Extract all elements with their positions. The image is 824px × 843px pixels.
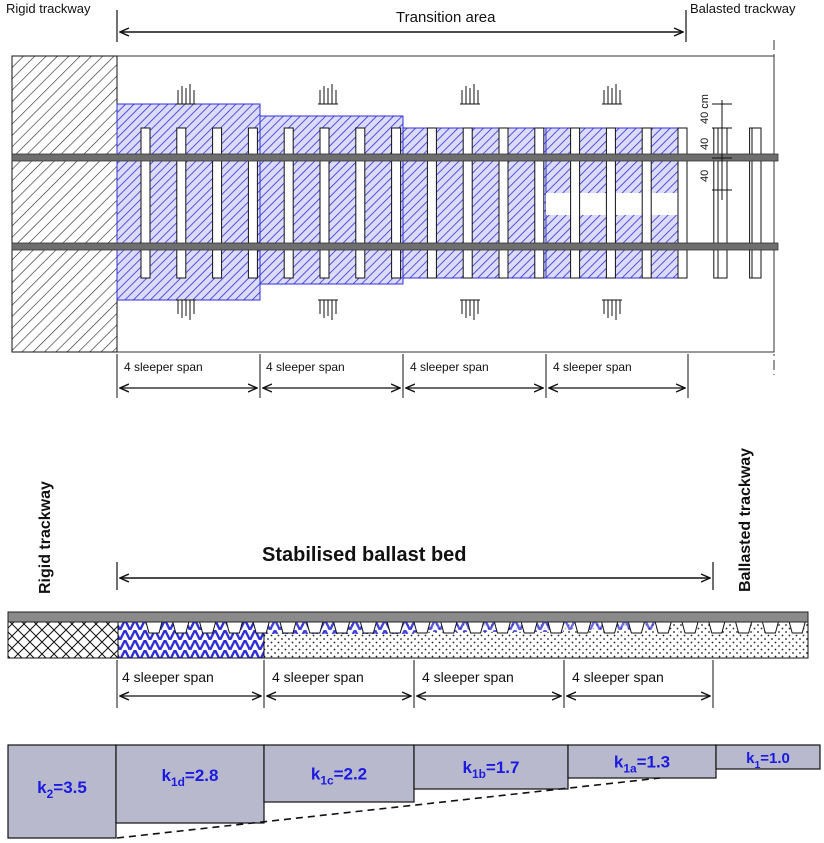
section-span-dimensions [116, 660, 714, 708]
section-ballasted-label: Ballasted trackway [737, 448, 754, 592]
sleeper [751, 127, 762, 279]
section-sleeper [386, 621, 404, 634]
sleeper [570, 127, 581, 279]
section-sleepers [145, 621, 806, 634]
plan-transition-label: Transition area [396, 9, 496, 26]
stiffness-block [567, 744, 717, 779]
section-span-label-4: 4 sleeper span [572, 669, 664, 685]
section-sleeper [359, 621, 378, 634]
plan-dim-label-3: 40 [699, 170, 711, 182]
section-sleeper [654, 621, 672, 634]
section-title: Stabilised ballast bed [262, 544, 467, 566]
section-sleeper [198, 621, 217, 634]
sleeper [534, 127, 545, 279]
section-sleeper [708, 621, 726, 634]
sleeper [677, 127, 688, 279]
plan-dim-label-1: 40 cm [699, 94, 711, 124]
plan-zone-3 [402, 127, 547, 279]
sleeper [605, 127, 616, 279]
plan-sleepers [140, 127, 762, 279]
section-sleeper [279, 621, 297, 634]
sleeper [212, 127, 223, 279]
section-span-label-3: 4 sleeper span [422, 669, 514, 685]
section-sleeper [306, 621, 324, 634]
stiffness-steps: k2=3.5 k1d=2.8 k1c=2.2 k1b=1.7 k1a=1.3 k1=1.0 [7, 744, 821, 839]
section-sleeper [788, 621, 806, 634]
sleeper [462, 127, 473, 279]
plan-rigid-label: Rigid trackway [6, 1, 91, 16]
sleeper [283, 127, 294, 279]
plan-span-label-3: 4 sleeper span [410, 360, 489, 374]
hatch-band-3 [414, 622, 564, 632]
section-sleeper [681, 621, 699, 634]
sleeper [391, 127, 402, 279]
section-sleeper [145, 621, 163, 634]
section-span-label-1: 4 sleeper span [122, 669, 214, 685]
plan-anchor-ticks [176, 84, 622, 320]
section-sleeper [600, 621, 619, 634]
sleeper [641, 127, 652, 279]
stiffness-block [715, 744, 821, 770]
plan-ballasted-label: Balasted trackway [690, 1, 796, 16]
stiffness-label: k1a=1.3 [614, 753, 670, 776]
plan-dim-label-2: 40 [699, 138, 711, 150]
section-rail [7, 611, 809, 623]
section-span-label-2: 4 sleeper span [272, 669, 364, 685]
stiffness-label: k1=1.0 [746, 750, 790, 771]
section-view: Rigid trackway Ballasted trackway Stabil… [7, 448, 809, 708]
plan-span-label-4: 4 sleeper span [553, 360, 632, 374]
section-sleeper [547, 621, 565, 634]
sleeper [247, 127, 258, 279]
section-sleeper [574, 621, 592, 634]
stiffness-block [263, 744, 415, 803]
section-sleeper [332, 621, 351, 634]
plan-dimension [712, 100, 732, 200]
stiffness-label: k1c=2.2 [311, 765, 367, 788]
plan-zone-2 [259, 115, 404, 285]
sleeper [176, 127, 187, 279]
section-sleeper [252, 621, 270, 634]
section-sleeper [734, 621, 753, 634]
sleeper [319, 127, 330, 279]
plan-rail-upper [11, 153, 779, 162]
stiffness-label: k1b=1.7 [463, 758, 520, 781]
sleeper [140, 127, 151, 279]
stiffness-label: k1d=2.8 [162, 766, 219, 789]
section-sleeper [413, 621, 431, 634]
section-sleeper [627, 621, 646, 634]
section-sleeper [520, 621, 538, 634]
section-sleeper [225, 621, 244, 634]
plan-zone-1 [116, 103, 261, 301]
section-sleeper [172, 621, 190, 634]
plan-zone-4-gap [546, 193, 686, 215]
section-stabilised-bed-1 [117, 621, 265, 659]
plan-span-dimensions [116, 354, 689, 398]
stiffness-block [7, 744, 117, 839]
plan-span-label-1: 4 sleeper span [124, 360, 203, 374]
plan-span-label-2: 4 sleeper span [266, 360, 345, 374]
plan-view: Rigid trackway Transition area Balasted … [6, 1, 796, 398]
section-sleeper [493, 621, 512, 634]
sleeper [355, 127, 366, 279]
sleeper [426, 127, 437, 279]
section-sleeper [761, 621, 780, 634]
section-sleeper [466, 621, 485, 634]
stiffness-label: k2=3.5 [37, 778, 87, 801]
section-rigid-label: Rigid trackway [37, 481, 54, 594]
section-rigid-bed [7, 621, 119, 659]
stiffness-block [413, 744, 569, 790]
sleeper [498, 127, 509, 279]
section-sleeper [440, 621, 458, 634]
plan-rigid-block [11, 55, 118, 353]
plan-rail-lower [11, 242, 779, 251]
